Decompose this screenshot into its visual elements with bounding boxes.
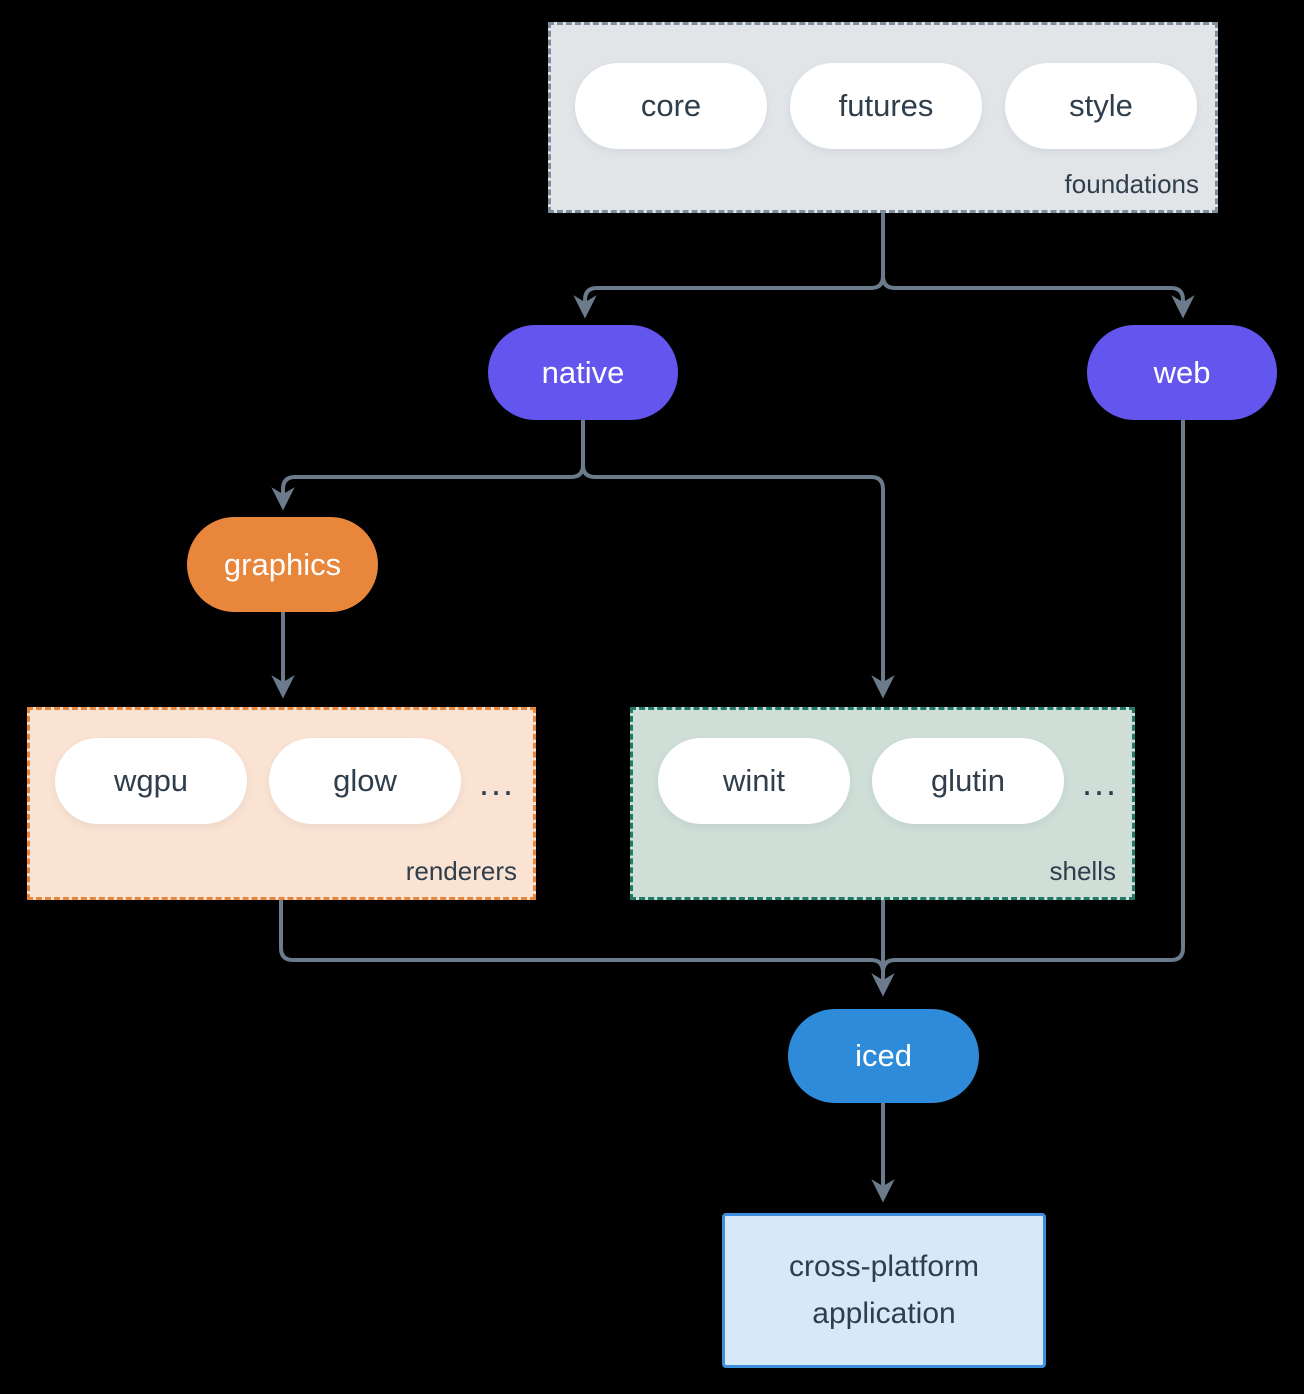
node-glutin: glutin <box>872 738 1064 824</box>
node-core: core <box>575 63 767 149</box>
node-glow: glow <box>269 738 461 824</box>
node-native: native <box>488 325 678 420</box>
foundations-group: core futures style foundations <box>548 22 1218 213</box>
edge-native-shells <box>581 418 895 699</box>
edge-native-graphics <box>271 418 585 511</box>
renderers-group-label: renderers <box>405 856 517 886</box>
renderers-ellipsis: ... <box>478 762 515 803</box>
node-style: style <box>1005 63 1197 149</box>
shells-ellipsis: ... <box>1081 762 1118 803</box>
node-wgpu: wgpu <box>55 738 247 824</box>
renderers-group: wgpu glow ... renderers <box>27 707 536 900</box>
node-iced: iced <box>788 1009 979 1103</box>
node-web: web <box>1087 325 1277 420</box>
shells-group: winit glutin ... shells <box>630 707 1135 900</box>
edge-renderers-iced <box>279 898 885 986</box>
node-graphics: graphics <box>187 517 378 612</box>
node-cross-platform-application: cross-platform application <box>722 1213 1046 1368</box>
node-futures: futures <box>790 63 982 149</box>
application-label-line2: application <box>812 1296 956 1330</box>
foundations-group-label: foundations <box>1064 169 1199 199</box>
application-label-line1: cross-platform <box>788 1250 980 1283</box>
node-winit: winit <box>658 738 850 824</box>
shells-group-label: shells <box>1049 856 1116 886</box>
edge-foundations-native <box>573 211 885 319</box>
edge-foundations-web <box>881 211 1195 319</box>
